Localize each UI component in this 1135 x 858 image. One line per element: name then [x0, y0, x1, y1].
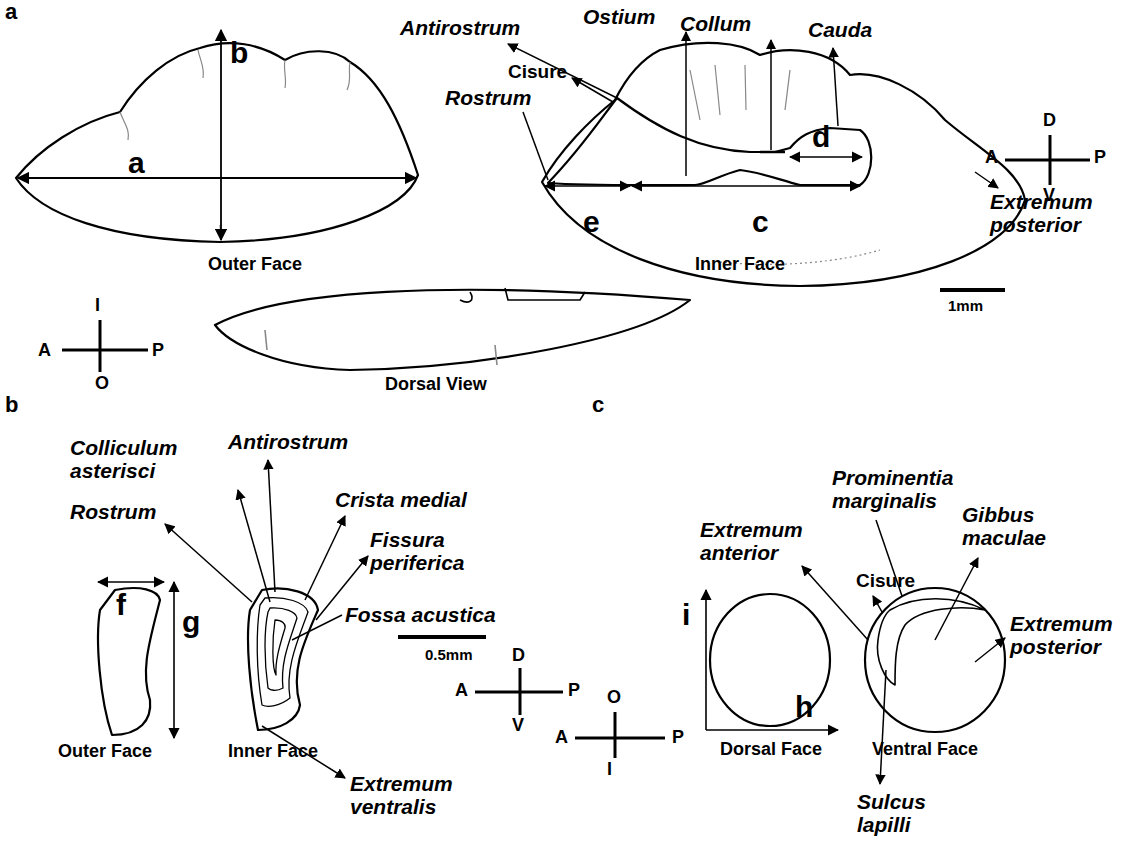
- view-caption: Dorsal View: [385, 375, 487, 395]
- axis-letter: A: [985, 148, 998, 168]
- axis-letter: V: [1043, 186, 1055, 206]
- dimension-arrow: [706, 729, 838, 731]
- dimension-arrow: [790, 156, 862, 158]
- panel-letter: a: [5, 0, 17, 24]
- axis-letter: A: [555, 728, 568, 748]
- view-caption: Dorsal Face: [720, 740, 822, 760]
- dimension-arrow: [545, 185, 630, 187]
- leader-line: [802, 520, 1005, 784]
- dimension-arrow: [632, 185, 860, 187]
- part-label: Cauda: [808, 18, 872, 41]
- view-caption: Outer Face: [208, 255, 302, 275]
- dimension-letter: e: [583, 205, 600, 238]
- part-label: Extremum posterior: [1010, 612, 1125, 658]
- part-label: Antirostrum: [228, 430, 348, 453]
- part-label: Prominentia marginalis: [832, 466, 982, 512]
- dimension-letter: i: [682, 598, 690, 631]
- axis-letter: A: [38, 341, 51, 361]
- leader-line: [508, 32, 998, 188]
- asteriscus-inner-face: [248, 588, 318, 730]
- dimension-letter: g: [182, 605, 200, 638]
- dimension-arrow: [173, 582, 175, 738]
- part-label: Sulcus lapilli: [857, 790, 957, 836]
- axis-letter: O: [607, 688, 621, 708]
- axis-letter: I: [607, 760, 612, 780]
- orientation-cross: [62, 320, 148, 372]
- axis-letter: V: [512, 716, 524, 736]
- part-label: Crista medial: [335, 488, 467, 511]
- sulcus-acusticus: [548, 98, 871, 185]
- axis-letter: O: [95, 374, 109, 394]
- part-label: Ostium: [583, 5, 655, 28]
- sagitta-outer-face: [16, 43, 418, 242]
- sulcus-lapilli: [877, 599, 985, 685]
- scale-label: 0.5mm: [425, 647, 473, 664]
- dimension-arrow: [18, 177, 416, 179]
- sagitta-dorsal-view: [215, 290, 690, 370]
- panel-letter: c: [592, 393, 604, 417]
- axis-letter: P: [568, 681, 580, 701]
- part-label: Fossa acustica: [345, 603, 496, 626]
- scale-bar: [940, 288, 1005, 292]
- part-label: Rostrum: [445, 86, 531, 109]
- view-caption: Ventral Face: [872, 740, 978, 760]
- dimension-letter: h: [795, 690, 813, 723]
- dimension-letter: b: [230, 36, 248, 69]
- dimension-letter: f: [116, 588, 126, 621]
- dimension-arrow: [98, 581, 164, 583]
- part-label: Gibbus maculae: [962, 503, 1062, 549]
- dimension-letter: a: [128, 146, 145, 179]
- part-label: Cisure: [508, 62, 567, 83]
- sagitta-inner-face: [542, 43, 1025, 286]
- axis-letter: I: [95, 296, 100, 316]
- axis-letter: D: [512, 646, 525, 666]
- dimension-arrow: [220, 30, 222, 240]
- dimension-letter: c: [752, 205, 769, 238]
- view-caption: Outer Face: [58, 742, 152, 762]
- axis-letter: P: [1094, 148, 1106, 168]
- orientation-cross: [475, 668, 563, 715]
- dimension-arrow: [705, 590, 707, 730]
- part-label: Rostrum: [70, 500, 156, 523]
- orientation-cross: [575, 712, 665, 758]
- part-label: Colliculum asterisci: [70, 436, 200, 482]
- axis-letter: D: [1043, 111, 1056, 131]
- scale-bar: [398, 635, 486, 639]
- axis-letter: A: [455, 681, 468, 701]
- part-label: Cisure: [856, 571, 915, 592]
- asteriscus-outer-face: [98, 588, 160, 735]
- panel-letter: b: [5, 393, 18, 417]
- lapillus-dorsal-face: [710, 594, 830, 726]
- part-label: Antirostrum: [400, 16, 520, 39]
- view-caption: Inner Face: [695, 255, 785, 275]
- axis-letter: P: [672, 728, 684, 748]
- view-caption: Inner Face: [228, 742, 318, 762]
- part-label: Extremum ventralis: [350, 772, 470, 818]
- orientation-cross: [1005, 135, 1090, 185]
- scale-label: 1mm: [948, 298, 983, 315]
- part-label: Fissura periferica: [370, 528, 490, 574]
- axis-letter: P: [152, 341, 164, 361]
- lapillus-ventral-face: [865, 588, 1005, 732]
- part-label: Extremum anterior: [700, 518, 820, 564]
- part-label: Collum: [680, 12, 751, 35]
- dimension-letter: d: [812, 120, 830, 153]
